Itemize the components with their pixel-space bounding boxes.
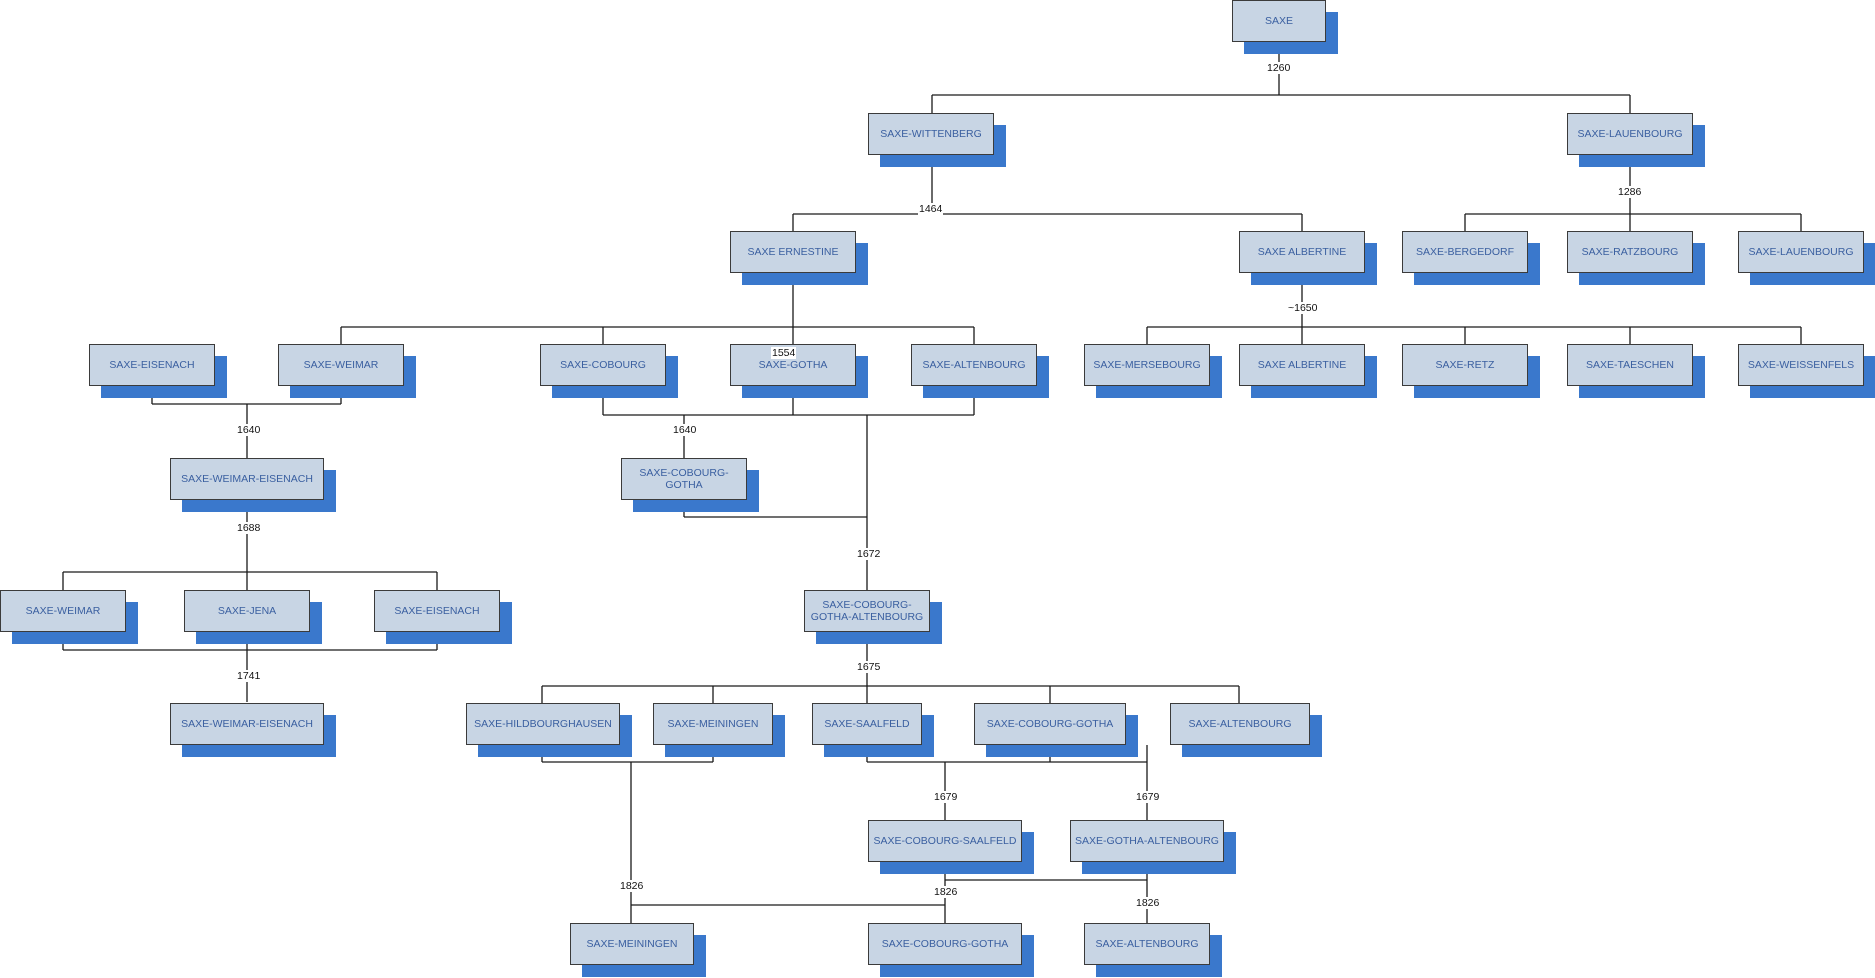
node-weimar2: SAXE-WEIMAR — [0, 590, 138, 644]
year-label: 1826 — [619, 880, 645, 892]
node-label: SAXE-COBOURG — [540, 344, 666, 386]
year-label: 1679 — [933, 791, 959, 803]
node-hildbourghausen: SAXE-HILDBOURGHAUSEN — [466, 703, 632, 757]
node-label: SAXE-MEININGEN — [653, 703, 773, 745]
year-label: 1826 — [1135, 897, 1161, 909]
node-weissenfels: SAXE-WEISSENFELS — [1738, 344, 1875, 398]
node-label: SAXE-RATZBOURG — [1567, 231, 1693, 273]
year-label: 1286 — [1617, 186, 1643, 198]
node-label: SAXE-ALTENBOURG — [911, 344, 1037, 386]
node-label: SAXE ALBERTINE — [1239, 344, 1365, 386]
node-label: SAXE-MERSEBOURG — [1084, 344, 1210, 386]
year-label: 1640 — [672, 424, 698, 436]
year-label: 1741 — [236, 670, 262, 682]
node-taeschen: SAXE-TAESCHEN — [1567, 344, 1705, 398]
node-label: SAXE-COBOURG-GOTHA-ALTENBOURG — [804, 590, 930, 632]
node-label: SAXE-EISENACH — [89, 344, 215, 386]
node-altenbourg3: SAXE-ALTENBOURG — [1084, 923, 1222, 977]
node-cobourg1: SAXE-COBOURG — [540, 344, 678, 398]
node-label: SAXE-RETZ — [1402, 344, 1528, 386]
node-label: SAXE-COBOURG-SAALFELD — [868, 820, 1022, 862]
node-wittenberg: SAXE-WITTENBERG — [868, 113, 1006, 167]
node-label: SAXE-COBOURG-GOTHA — [974, 703, 1126, 745]
year-label: 1679 — [1135, 791, 1161, 803]
year-label: 1554 — [771, 347, 797, 359]
node-meiningen2: SAXE-MEININGEN — [570, 923, 706, 977]
node-label: SAXE-COBOURG-GOTHA — [621, 458, 747, 500]
node-label: SAXE-HILDBOURGHAUSEN — [466, 703, 620, 745]
node-altenbourg1: SAXE-ALTENBOURG — [911, 344, 1049, 398]
node-saxe: SAXE — [1232, 0, 1338, 54]
node-cobourg-gotha1: SAXE-COBOURG-GOTHA — [621, 458, 759, 512]
node-eisenach2: SAXE-EISENACH — [374, 590, 512, 644]
node-label: SAXE-WEIMAR-EISENACH — [170, 703, 324, 745]
year-label: 1672 — [856, 548, 882, 560]
node-label: SAXE-WEIMAR — [278, 344, 404, 386]
node-jena: SAXE-JENA — [184, 590, 322, 644]
node-weimar-eisenach1: SAXE-WEIMAR-EISENACH — [170, 458, 336, 512]
node-weimar-eisenach2: SAXE-WEIMAR-EISENACH — [170, 703, 336, 757]
node-label: SAXE-LAUENBOURG — [1567, 113, 1693, 155]
node-label: SAXE-ALTENBOURG — [1084, 923, 1210, 965]
node-gotha-altenbourg: SAXE-GOTHA-ALTENBOURG — [1070, 820, 1236, 874]
node-ernestine: SAXE ERNESTINE — [730, 231, 868, 285]
node-lauenbourg2: SAXE-LAUENBOURG — [1738, 231, 1875, 285]
node-label: SAXE-LAUENBOURG — [1738, 231, 1864, 273]
node-cobourg-gotha2: SAXE-COBOURG-GOTHA — [974, 703, 1138, 757]
node-eisenach1: SAXE-EISENACH — [89, 344, 227, 398]
node-label: SAXE-WEIMAR-EISENACH — [170, 458, 324, 500]
node-label: SAXE-BERGEDORF — [1402, 231, 1528, 273]
node-label: SAXE — [1232, 0, 1326, 42]
node-label: SAXE-EISENACH — [374, 590, 500, 632]
node-cobourg-saalfeld: SAXE-COBOURG-SAALFELD — [868, 820, 1034, 874]
year-label: 1640 — [236, 424, 262, 436]
node-saalfeld: SAXE-SAALFELD — [812, 703, 934, 757]
node-label: SAXE ERNESTINE — [730, 231, 856, 273]
node-label: SAXE-COBOURG-GOTHA — [868, 923, 1022, 965]
node-cobourg-gotha3: SAXE-COBOURG-GOTHA — [868, 923, 1034, 977]
node-altenbourg2: SAXE-ALTENBOURG — [1170, 703, 1322, 757]
node-bergedorf: SAXE-BERGEDORF — [1402, 231, 1540, 285]
year-label: 1675 — [856, 661, 882, 673]
year-label: 1464 — [918, 203, 944, 215]
node-retz: SAXE-RETZ — [1402, 344, 1540, 398]
node-albertine2: SAXE ALBERTINE — [1239, 344, 1377, 398]
node-mersebourg: SAXE-MERSEBOURG — [1084, 344, 1222, 398]
node-label: SAXE-GOTHA-ALTENBOURG — [1070, 820, 1224, 862]
node-label: SAXE-TAESCHEN — [1567, 344, 1693, 386]
year-label: 1688 — [236, 522, 262, 534]
node-lauenbourg: SAXE-LAUENBOURG — [1567, 113, 1705, 167]
node-label: SAXE-MEININGEN — [570, 923, 694, 965]
year-label: 1826 — [933, 886, 959, 898]
node-label: SAXE-SAALFELD — [812, 703, 922, 745]
node-label: SAXE-WEISSENFELS — [1738, 344, 1864, 386]
node-label: SAXE ALBERTINE — [1239, 231, 1365, 273]
node-cga: SAXE-COBOURG-GOTHA-ALTENBOURG — [804, 590, 942, 644]
node-meiningen1: SAXE-MEININGEN — [653, 703, 785, 757]
node-ratzbourg: SAXE-RATZBOURG — [1567, 231, 1705, 285]
year-label: ~1650 — [1287, 302, 1319, 314]
node-label: SAXE-WEIMAR — [0, 590, 126, 632]
year-label: 1260 — [1266, 62, 1292, 74]
node-albertine: SAXE ALBERTINE — [1239, 231, 1377, 285]
node-label: SAXE-JENA — [184, 590, 310, 632]
node-weimar1: SAXE-WEIMAR — [278, 344, 416, 398]
node-label: SAXE-ALTENBOURG — [1170, 703, 1310, 745]
node-label: SAXE-WITTENBERG — [868, 113, 994, 155]
